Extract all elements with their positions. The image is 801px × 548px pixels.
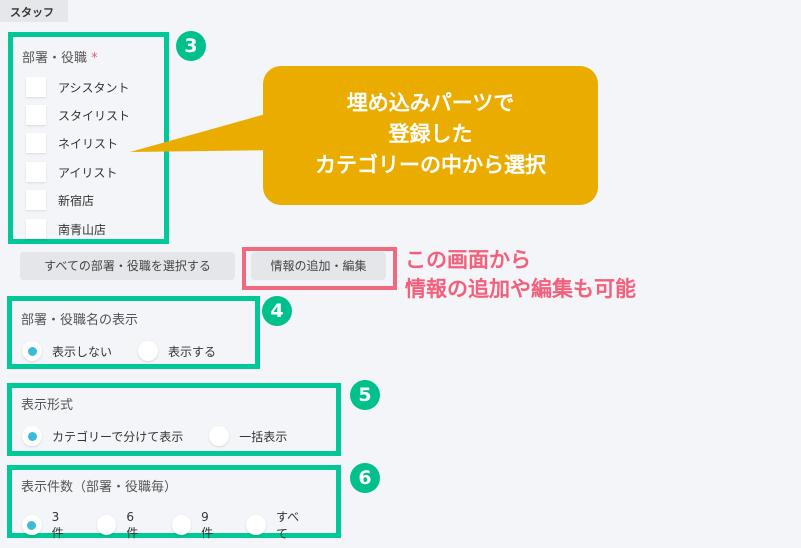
add-edit-button[interactable]: 情報の追加・編集 bbox=[251, 252, 386, 280]
checkbox-minamiaoyama[interactable]: 南青山店 bbox=[26, 219, 106, 239]
select-all-button[interactable]: すべての部署・役職を選択する bbox=[20, 252, 235, 280]
checkbox-eyelist[interactable]: アイリスト bbox=[26, 162, 117, 182]
display-count-section: 表示件数（部署・役職毎） 3件 6件 9件 すべて bbox=[7, 465, 341, 541]
department-section: 部署・役職 * アシスタント スタイリスト ネイリスト アイリスト 新宿店 南青… bbox=[8, 32, 169, 244]
step-badge-6: 6 bbox=[350, 463, 380, 493]
callout-bubble: 埋め込みパーツで登録したカテゴリーの中から選択 bbox=[263, 66, 598, 205]
radio-3[interactable]: 3件 bbox=[22, 510, 71, 541]
display-name-label: 部署・役職名の表示 bbox=[21, 313, 139, 328]
display-format-section: 表示形式 カテゴリーで分けて表示 一括表示 bbox=[7, 383, 341, 456]
radio-all[interactable]: すべて bbox=[246, 508, 310, 542]
display-count-label: 表示件数（部署・役職毎） bbox=[21, 480, 178, 495]
checkbox-shinjuku[interactable]: 新宿店 bbox=[26, 190, 94, 210]
checkbox-stylist[interactable]: スタイリスト bbox=[26, 105, 130, 125]
checkbox-assistant[interactable]: アシスタント bbox=[26, 77, 130, 97]
step-badge-4: 4 bbox=[262, 296, 292, 326]
checkbox-nailist[interactable]: ネイリスト bbox=[26, 133, 118, 153]
highlight-box bbox=[242, 247, 397, 290]
department-label: 部署・役職 * bbox=[22, 51, 98, 66]
radio-hide[interactable]: 表示しない bbox=[22, 341, 112, 361]
radio-6[interactable]: 6件 bbox=[96, 510, 146, 541]
step-badge-5: 5 bbox=[350, 380, 380, 410]
display-format-label: 表示形式 bbox=[21, 398, 74, 413]
callout-pointer bbox=[130, 110, 280, 152]
note-text: この画面から情報の追加や編集も可能 bbox=[405, 248, 636, 301]
tab-staff[interactable]: スタッフ bbox=[0, 0, 68, 22]
radio-9[interactable]: 9件 bbox=[171, 510, 221, 541]
radio-by-category[interactable]: カテゴリーで分けて表示 bbox=[22, 426, 183, 446]
display-name-section: 部署・役職名の表示 表示しない 表示する bbox=[7, 296, 260, 369]
step-badge-3: 3 bbox=[176, 31, 206, 61]
radio-all-at-once[interactable]: 一括表示 bbox=[209, 426, 287, 446]
radio-show[interactable]: 表示する bbox=[138, 341, 216, 361]
